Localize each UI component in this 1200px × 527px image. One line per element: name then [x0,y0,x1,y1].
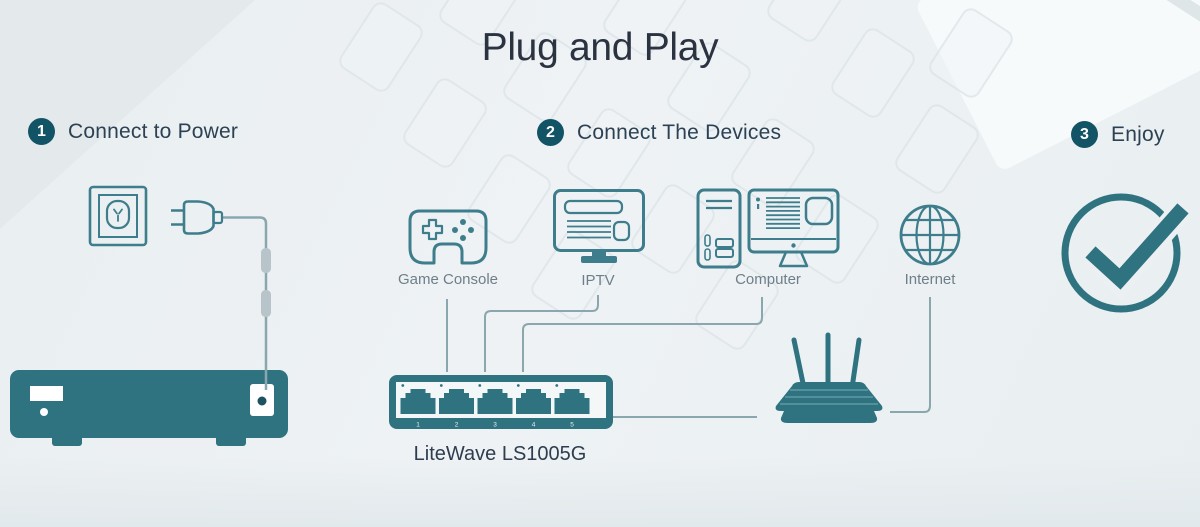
step-2-header: 2 Connect The Devices [537,119,781,146]
switch-rear-label-plate [30,386,63,401]
svg-text:1: 1 [416,422,420,429]
globe-icon [894,199,966,271]
power-outlet-icon [88,185,148,247]
svg-text:2: 2 [455,422,459,429]
switch-rear-view [10,370,288,450]
switch-front-view: 1 2 3 4 5 [388,374,614,434]
tv-icon [552,188,646,268]
ethernet-ports [400,384,590,414]
iptv-label: IPTV [581,272,615,289]
port-numbers: 1 2 3 4 5 [416,422,574,429]
step-1-header: 1 Connect to Power [28,118,238,145]
power-plug-icon [171,200,224,235]
cable-internet-to-router [890,297,931,413]
cable-iptv-to-switch [484,295,599,372]
switch-rear-led [40,408,48,416]
router-antennas [791,332,862,391]
svg-text:3: 3 [493,422,497,429]
step-1-label: Connect to Power [68,119,239,143]
step-2-label: Connect The Devices [577,120,782,144]
computer-label: Computer [735,271,801,288]
switch-model-label: LiteWave LS1005G [413,443,587,465]
cable-computer-to-switch [522,297,763,372]
gamepad-icon [406,207,490,267]
step-1-badge: 1 [28,118,55,145]
power-cord [221,216,268,390]
step-2-badge: 2 [537,119,564,146]
step-3-header: 3 Enjoy [1071,121,1165,148]
step-3-badge: 3 [1071,121,1098,148]
desktop-computer-icon [696,188,840,272]
game-console-label: Game Console [397,271,499,288]
svg-text:4: 4 [532,422,536,429]
power-cord-ferrite-beads [261,248,271,317]
wifi-router-icon [758,328,900,436]
check-circle-icon [1058,178,1200,320]
svg-text:5: 5 [570,422,574,429]
internet-label: Internet [904,271,956,288]
page-title: Plug and Play [481,26,719,69]
step-3-label: Enjoy [1111,122,1165,146]
